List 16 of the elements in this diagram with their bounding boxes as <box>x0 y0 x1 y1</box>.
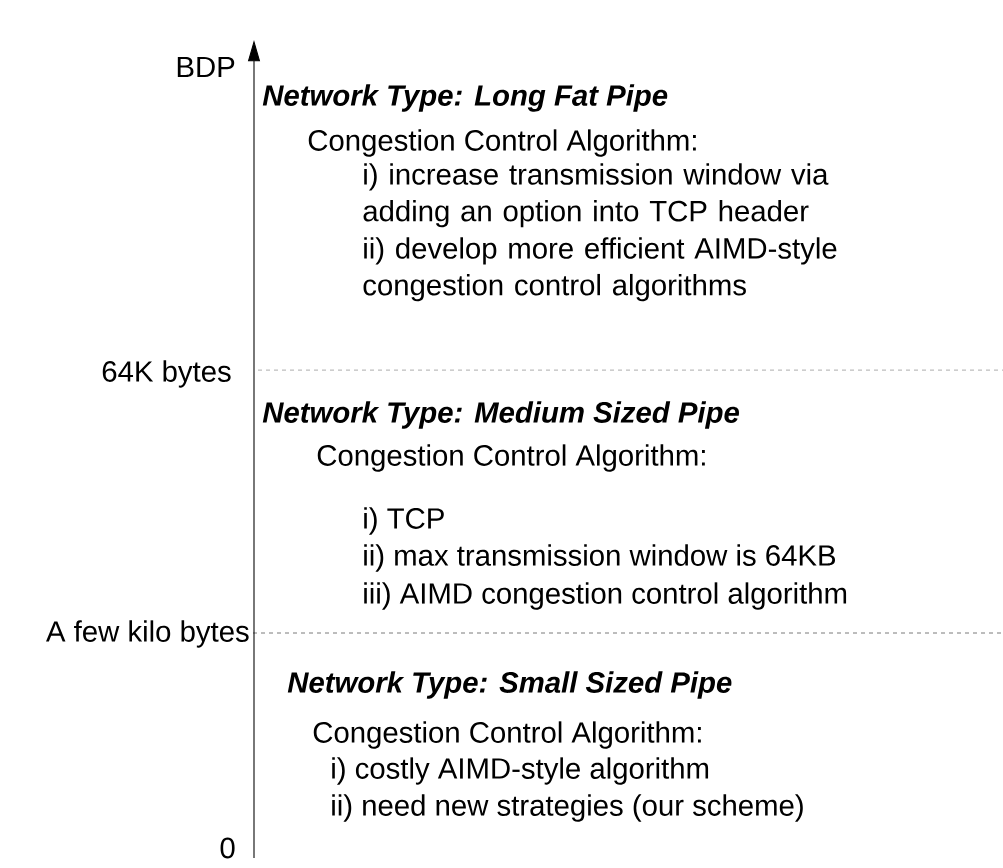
axis-label: A few kilo bytes <box>46 620 249 648</box>
body-text: ii) need new strategies (our scheme) <box>332 794 803 822</box>
section-heading: Network Type: Small Sized Pipe <box>287 671 732 699</box>
body-text: Congestion Control Algorithm: <box>317 444 705 472</box>
section-heading: Network Type: Long Fat Pipe <box>262 84 668 112</box>
body-text: i) costly AIMD-style algorithm <box>332 757 709 785</box>
body-text: ii) max transmission window is 64KB <box>364 544 835 572</box>
body-text: Congestion Control Algorithm: <box>313 721 701 749</box>
body-text: Congestion Control Algorithm: <box>308 129 696 157</box>
body-text: iii) AIMD congestion control algorithm <box>364 582 847 610</box>
axis-label: 0 <box>220 837 235 859</box>
axis-label: BDP <box>177 56 235 78</box>
section-heading: Network Type: Medium Sized Pipe <box>262 401 739 429</box>
list-item: ii) develop more efficient AIMD-style congestion control algorithms <box>363 237 837 302</box>
axis-label: 64K bytes <box>102 360 231 388</box>
body-text: i) TCP <box>364 507 444 535</box>
